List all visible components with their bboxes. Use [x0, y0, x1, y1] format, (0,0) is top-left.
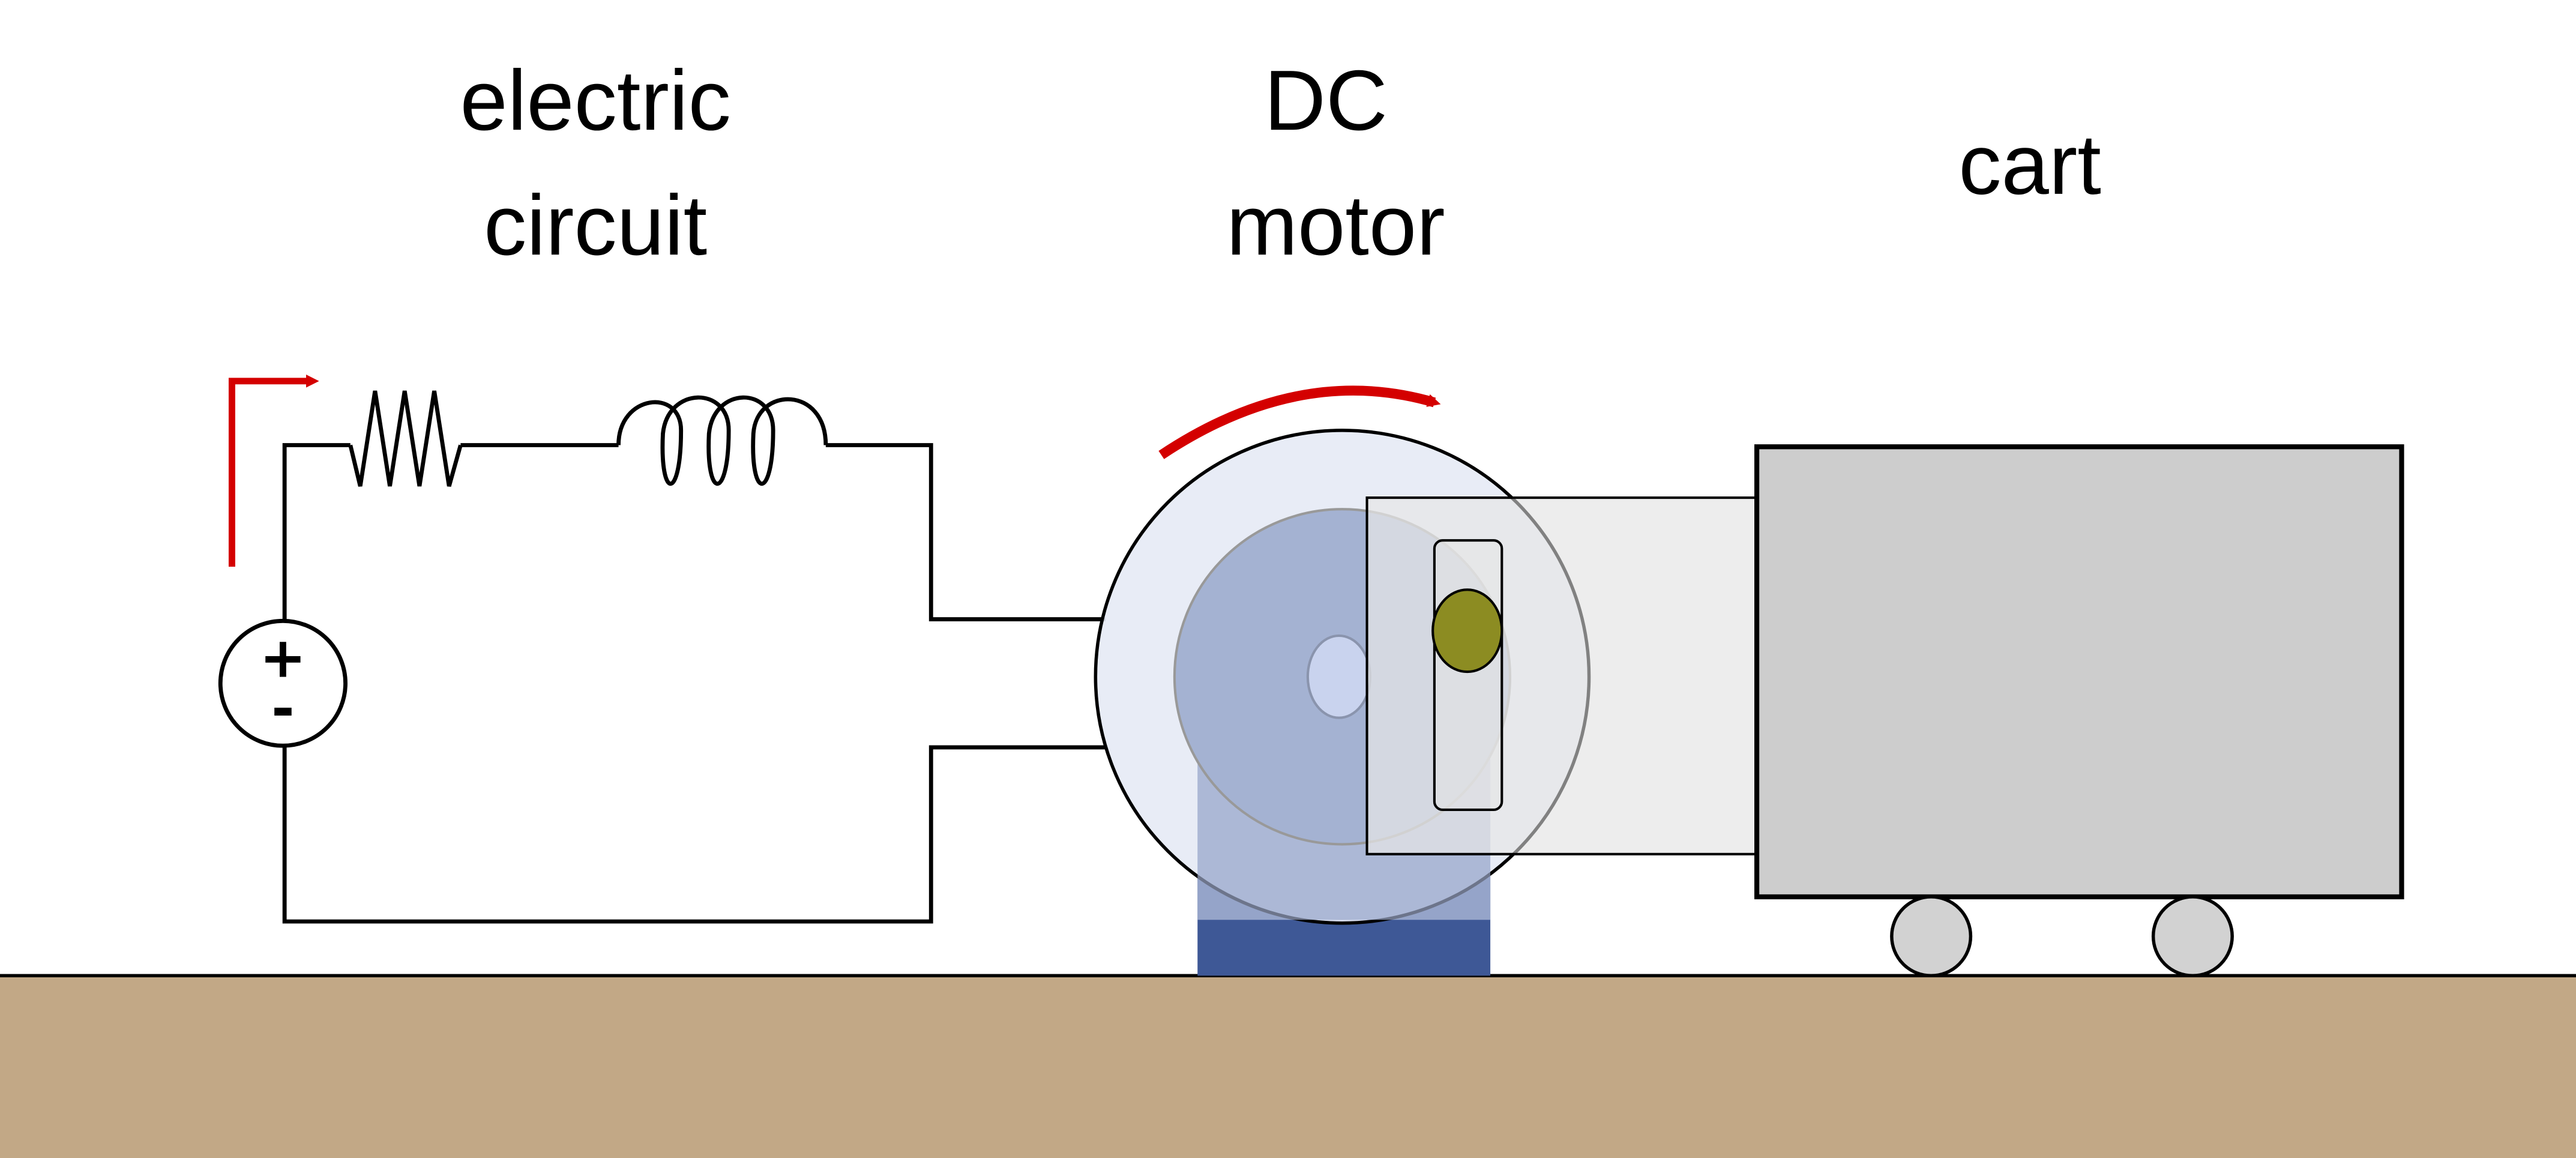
- cart-wheel-right: [2151, 895, 2234, 978]
- linkage: [1365, 496, 1760, 855]
- motor-outline-overlay: [1094, 429, 1591, 925]
- motor-hub: [1306, 634, 1372, 719]
- wire-left-top: [282, 443, 351, 620]
- voltage-source-minus: -: [271, 676, 295, 741]
- wire-to-motor-bottom: [282, 745, 1106, 924]
- label-electric: electric: [460, 53, 730, 148]
- label-circuit: circuit: [484, 178, 707, 273]
- label-dc: DC: [1264, 53, 1388, 148]
- cart-wheel-left: [1890, 895, 1973, 978]
- voltage-source-plus: +: [259, 625, 306, 690]
- crank-pin: [1431, 588, 1503, 674]
- cart-body: [1754, 444, 2404, 900]
- rotation-arrow: [1158, 385, 1441, 459]
- linkage-bar: [1365, 496, 1760, 855]
- resistor: [348, 390, 463, 487]
- label-motor: motor: [1226, 178, 1445, 273]
- voltage-source-circle: [218, 618, 348, 748]
- wire-to-motor-top: [825, 443, 1106, 621]
- electric-circuit: [282, 390, 1106, 924]
- inductor: [616, 395, 828, 486]
- voltage-source: + -: [218, 618, 348, 748]
- ground: [0, 976, 2576, 1158]
- current-arrow: [228, 374, 319, 567]
- cart: [1754, 444, 2404, 978]
- linkage-slot: [1433, 539, 1503, 811]
- label-cart: cart: [1958, 117, 2101, 213]
